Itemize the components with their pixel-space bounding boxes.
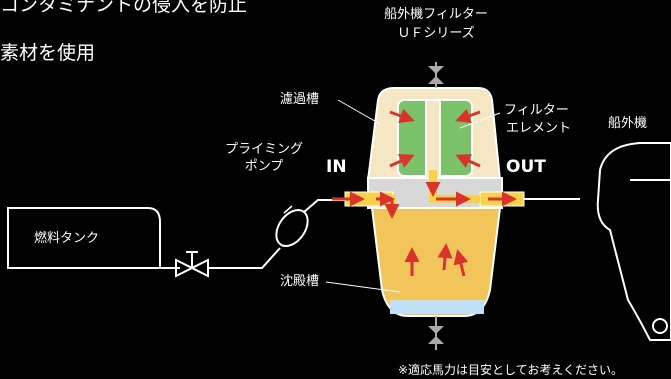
footer-note: ※適応馬力は目安としてお考えください。 (398, 363, 623, 377)
priming-pump-bulb (275, 208, 309, 248)
pump-label-line2: ポンプ (244, 159, 284, 174)
filter-housing-lower (370, 207, 502, 317)
fuel-tank-shape (7, 207, 161, 269)
sediment-label: 沈殿槽 (280, 274, 320, 289)
top-vent-valve (428, 62, 444, 88)
filter-title-line2: ＵＦシリーズ (397, 26, 475, 41)
out-label: OUT (506, 157, 546, 177)
filter-title-line1: 船外機フィルター (384, 7, 488, 22)
fuel-tank-label: 燃料タンク (34, 231, 100, 246)
outboard-label: 船外機 (608, 116, 648, 131)
sediment-water (390, 300, 484, 314)
bottom-drain-valve (428, 316, 444, 350)
element-core (425, 99, 441, 181)
element-label-line2: エレメント (506, 121, 572, 136)
fuel-line-2 (208, 247, 281, 269)
element-label-line1: フィルター (504, 103, 569, 118)
outboard-motor-icon (596, 142, 671, 341)
filter-tank-label: 濾過槽 (280, 92, 320, 107)
in-label: IN (326, 157, 347, 177)
fuel-line-3 (303, 199, 345, 213)
header-line-1: コンタミナントの侵入を防止 (0, 0, 248, 16)
pump-label-line1: プライミング (224, 142, 303, 157)
valve-icon (175, 251, 209, 278)
header-line-2: 素材を使用 (0, 42, 96, 64)
